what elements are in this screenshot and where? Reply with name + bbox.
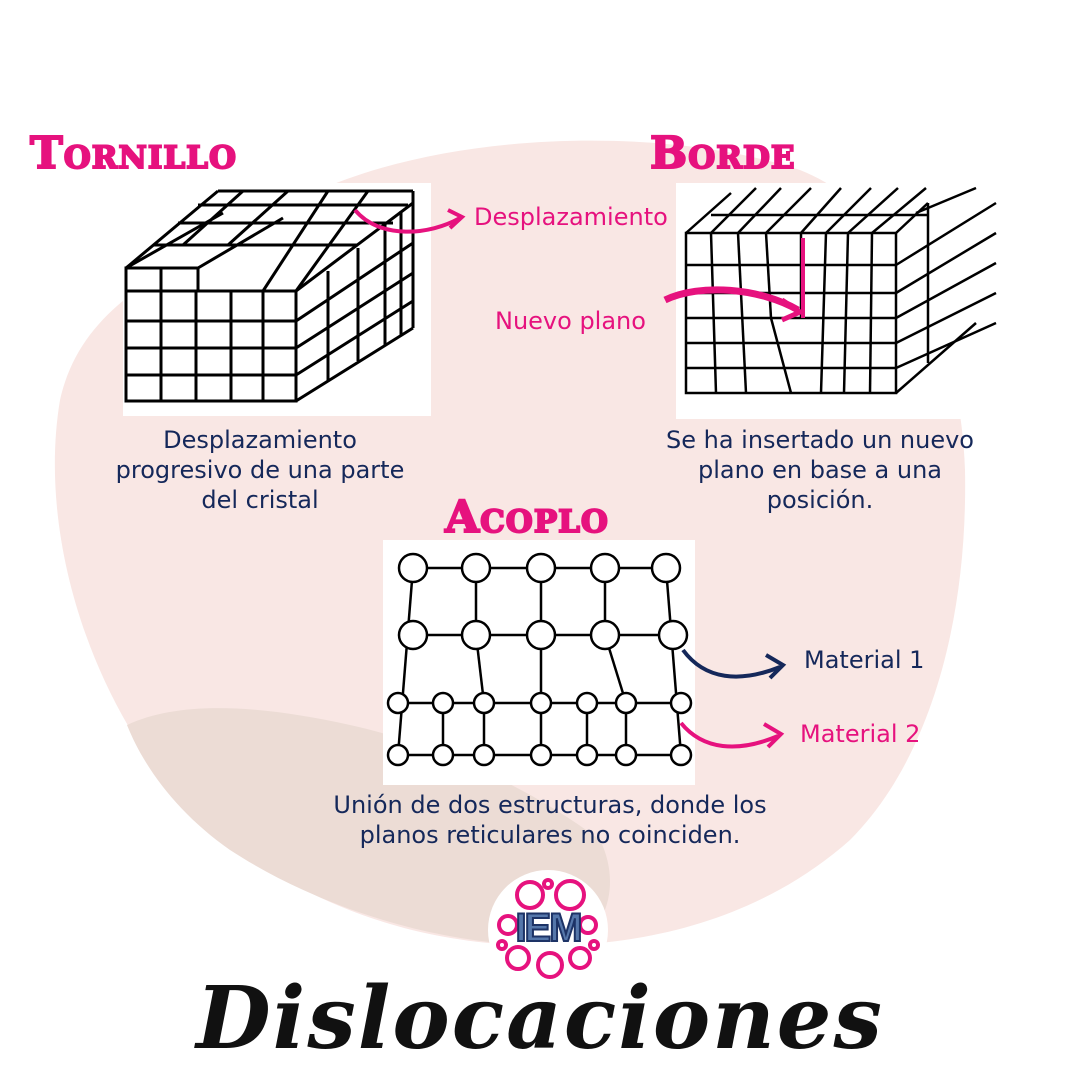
label-nuevo-plano: Nuevo plano	[495, 307, 646, 335]
heading-tornillo: Tornillo	[29, 127, 237, 180]
coupling-lattice-icon	[386, 552, 693, 767]
edge-dislocation-diagram	[676, 183, 1018, 419]
description-line: planos reticulares no coinciden.	[359, 821, 741, 849]
arrow-desplazamiento-icon	[353, 208, 466, 234]
screw-dislocation-diagram	[123, 183, 431, 416]
description-line: del cristal	[201, 486, 319, 514]
description-line: Desplazamiento	[163, 426, 357, 454]
edge-lattice-icon	[684, 186, 997, 395]
label-material-1: Material 1	[804, 646, 925, 674]
description-line: progresivo de una parte	[115, 456, 405, 484]
coupling-diagram	[383, 540, 695, 785]
description-tornillo: Desplazamiento progresivo de una parte d…	[90, 425, 430, 515]
page-title: Dislocaciones	[196, 968, 884, 1069]
description-line: Se ha insertado un nuevo	[666, 426, 974, 454]
label-material-2: Material 2	[800, 720, 921, 748]
description-line: Unión de dos estructuras, donde los	[333, 791, 767, 819]
arrow-material-2-icon	[679, 721, 785, 749]
description-acoplo: Unión de dos estructuras, donde los plan…	[280, 790, 820, 850]
description-borde: Se ha insertado un nuevo plano en base a…	[640, 425, 1000, 515]
heading-borde: Borde	[649, 127, 796, 180]
screw-lattice-icon	[124, 189, 415, 403]
heading-acoplo: Acoplo	[444, 491, 609, 544]
description-line: plano en base a una	[697, 456, 943, 484]
arrow-nuevo-plano-icon	[663, 286, 806, 323]
gears-icon	[496, 878, 600, 979]
logo-text: IEM	[514, 905, 583, 951]
arrow-material-1-icon	[681, 648, 787, 680]
iem-logo: IEM	[488, 870, 608, 990]
label-desplazamiento: Desplazamiento	[474, 203, 668, 231]
description-line: posición.	[766, 486, 874, 514]
